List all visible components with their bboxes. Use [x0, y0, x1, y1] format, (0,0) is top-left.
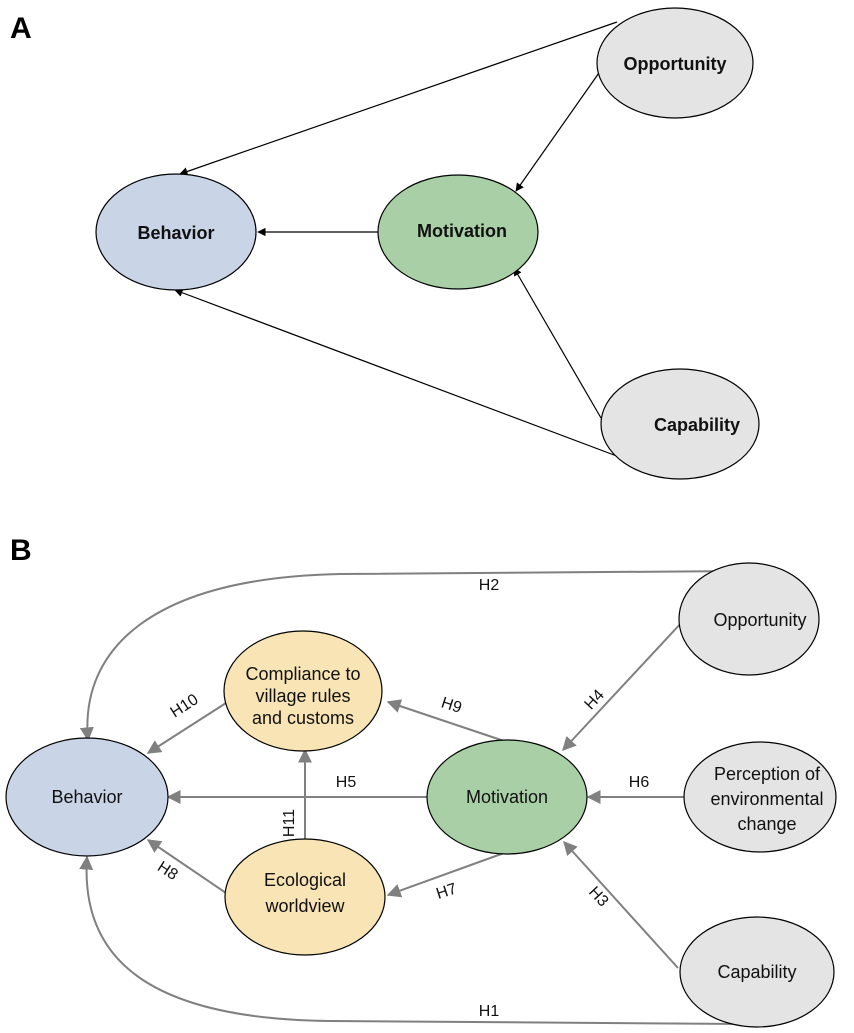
node-a-behavior-label: Behavior	[137, 223, 214, 243]
edge-label-h10: H10	[168, 691, 202, 721]
edge-label-h5: H5	[336, 774, 357, 791]
node-b-compliance-line-1: Compliance to	[245, 664, 360, 684]
panel-b: B H2 H1 H5 H6 H10 H8 H9 H7 H4 H3 H11 Opp…	[5, 534, 837, 1028]
edge-label-h3: H3	[585, 884, 611, 911]
edge-label-h11: H11	[281, 809, 298, 837]
node-b-capability-label: Capability	[717, 962, 796, 982]
node-a-behavior: Behavior	[95, 173, 257, 291]
edge-h9-motivation-to-compliance	[386, 699, 505, 742]
node-b-compliance-line-2: village rules	[255, 686, 350, 706]
node-b-capability: Capability	[679, 916, 835, 1028]
panel-a-label: A	[10, 12, 32, 45]
node-b-motivation: Motivation	[426, 739, 588, 855]
edge-label-h7: H7	[434, 880, 459, 903]
node-b-motivation-label: Motivation	[466, 787, 548, 807]
node-a-capability: Capability	[600, 368, 760, 480]
node-b-behavior: Behavior	[5, 737, 169, 857]
edge-label-h8: H8	[154, 859, 180, 884]
node-b-ecological-line-2: worldview	[264, 896, 345, 916]
panel-b-label: B	[10, 534, 32, 567]
node-b-opportunity: Opportunity	[678, 562, 820, 676]
edge-h1-capability-to-behavior	[79, 855, 746, 1025]
edge-h4-opportunity-to-motivation	[562, 620, 684, 752]
node-b-perception: Perception of environmental change	[683, 741, 837, 853]
edge-capability-to-behavior	[174, 288, 623, 459]
edge-h7-motivation-to-ecological	[386, 852, 505, 898]
node-b-ecological: Ecological worldview	[224, 838, 386, 956]
edge-capability-to-motivation	[513, 267, 602, 419]
node-b-compliance-line-3: and customs	[252, 708, 354, 728]
node-b-ecological-line-1: Ecological	[264, 870, 346, 890]
edge-opportunity-to-motivation	[515, 69, 602, 192]
edge-label-h2: H2	[479, 577, 500, 594]
node-a-opportunity: Opportunity	[596, 7, 754, 119]
node-a-motivation-label: Motivation	[417, 221, 507, 241]
edge-opportunity-to-behavior	[179, 21, 618, 176]
edge-label-h1: H1	[479, 1003, 500, 1020]
edge-label-h6: H6	[629, 774, 650, 791]
panel-a: A Opportunity Behavior Motivation Capabi…	[10, 7, 760, 480]
edge-h2-opportunity-to-behavior	[79, 570, 746, 742]
edge-h8-ecological-to-behavior	[146, 839, 227, 894]
edge-label-h9: H9	[439, 694, 464, 717]
node-b-perception-line-2: environmental	[710, 789, 823, 809]
edge-h3-capability-to-motivation	[563, 840, 679, 969]
node-a-capability-label: Capability	[654, 415, 740, 435]
edge-h10-compliance-to-behavior	[146, 702, 227, 754]
node-a-motivation: Motivation	[377, 174, 539, 290]
node-a-opportunity-label: Opportunity	[624, 54, 727, 74]
node-b-perception-line-3: change	[737, 814, 796, 834]
node-b-behavior-label: Behavior	[51, 787, 122, 807]
node-b-perception-line-1: Perception of	[714, 764, 821, 784]
edge-label-h4: H4	[582, 687, 608, 714]
node-b-compliance: Compliance to village rules and customs	[223, 630, 383, 752]
node-b-opportunity-label: Opportunity	[713, 610, 806, 630]
